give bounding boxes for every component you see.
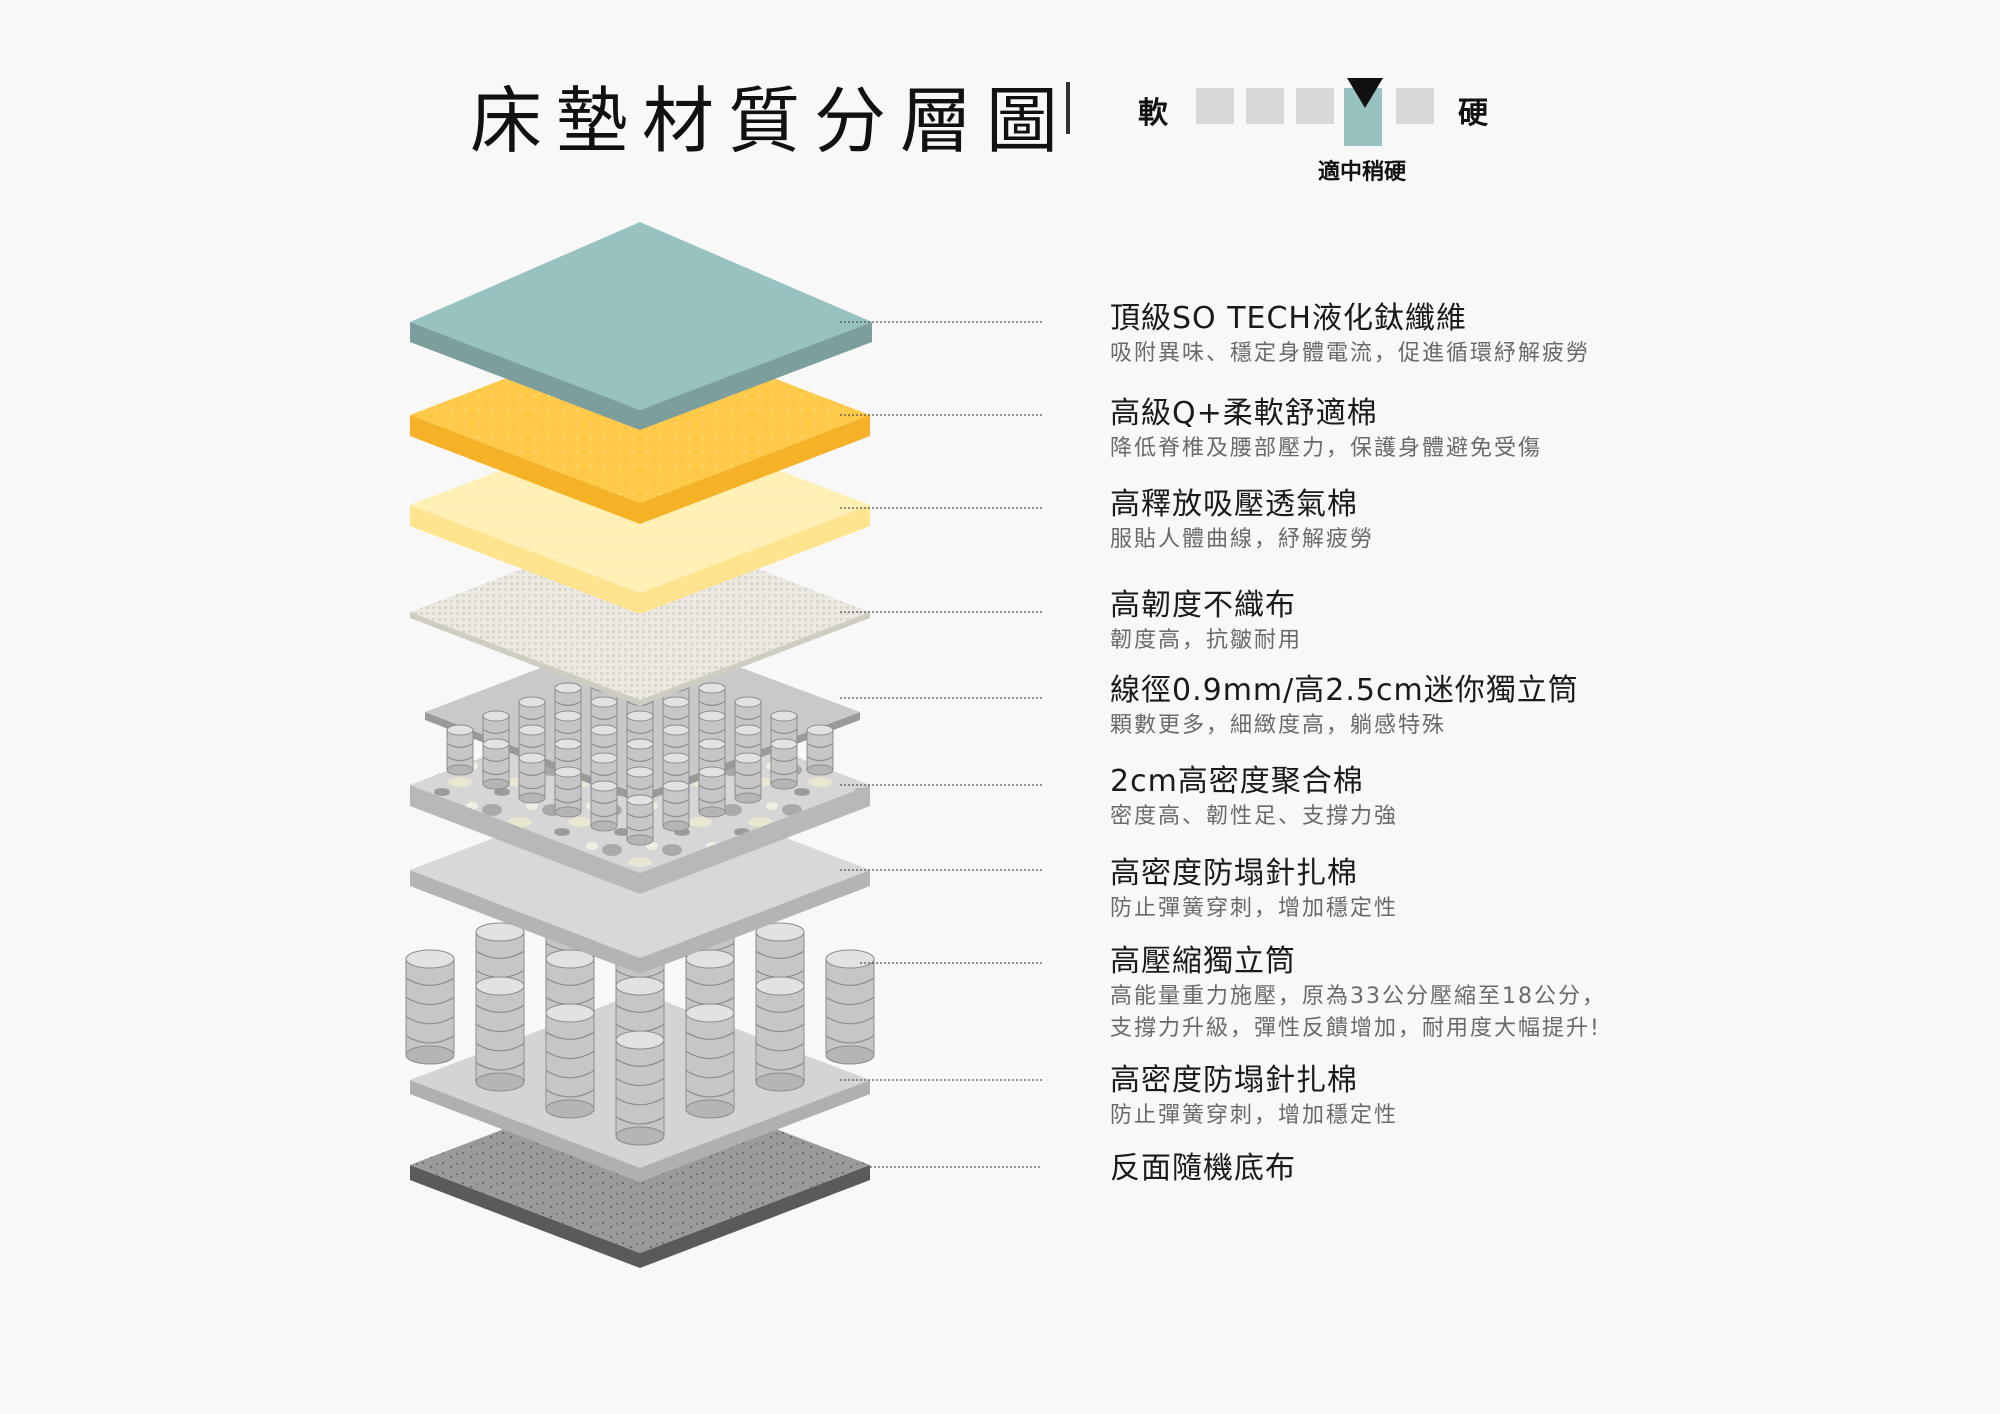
- firmness-soft-label: 軟: [1138, 96, 1168, 131]
- layer-label: 高韌度不織布韌度高，抗皺耐用: [1110, 587, 1710, 657]
- layer-label: 2cm高密度聚合棉密度高、韌性足、支撐力強: [1110, 763, 1710, 833]
- spring-coil-icon: [685, 1003, 735, 1119]
- title-divider: [1066, 82, 1070, 134]
- layer-label-desc: 防止彈簧穿刺，增加穩定性: [1110, 896, 1399, 921]
- spring-coil-icon: [518, 752, 546, 804]
- layer-label: 反面隨機底布: [1110, 1150, 1710, 1188]
- layer-label-desc: 降低脊椎及腰部壓力，保護身體避免受傷: [1110, 436, 1543, 461]
- spring-coil-icon: [446, 724, 474, 776]
- page-title: 床墊材質分層圖: [470, 79, 1073, 163]
- layer-label-title: 高密度防塌針扎棉: [1110, 1063, 1358, 1098]
- layer-label-desc: 顆數更多，細緻度高，躺感特殊: [1110, 713, 1447, 738]
- layer-label-title: 高密度防塌針扎棉: [1110, 856, 1358, 891]
- layer-label-title: 2cm高密度聚合棉: [1110, 764, 1364, 799]
- spring-coil-icon: [475, 976, 525, 1092]
- layer-label-title: 反面隨機底布: [1110, 1151, 1296, 1186]
- firmness-level-5: [1396, 88, 1434, 124]
- spring-coil-icon: [545, 1003, 595, 1119]
- firmness-level-2: [1246, 88, 1284, 124]
- leader-lines: [840, 321, 1042, 1168]
- spring-coil-icon: [662, 780, 690, 832]
- layer-label-desc: 防止彈簧穿刺，增加穩定性: [1110, 1103, 1399, 1128]
- spring-coil-icon: [734, 752, 762, 804]
- spring-coil-icon: [590, 780, 618, 832]
- spring-coil-icon: [698, 766, 726, 818]
- layer-label-title: 高級Q+柔軟舒適棉: [1110, 396, 1378, 431]
- spring-coil-icon: [626, 794, 654, 846]
- spring-coil-icon: [755, 976, 805, 1092]
- spring-coil-icon: [806, 724, 834, 776]
- spring-coil-icon: [825, 949, 875, 1065]
- layer-label: 高密度防塌針扎棉防止彈簧穿刺，增加穩定性: [1110, 855, 1710, 925]
- firmness-level-3: [1296, 88, 1334, 124]
- spring-coil-icon: [615, 1030, 665, 1146]
- layer-label-title: 高釋放吸壓透氣棉: [1110, 487, 1358, 522]
- layer-label-title: 高壓縮獨立筒: [1110, 944, 1296, 979]
- firmness-hard-label: 硬: [1458, 96, 1488, 131]
- firmness-pointer-icon: [1347, 78, 1383, 108]
- layer-label: 線徑0.9mm/高2.5cm迷你獨立筒顆數更多，細緻度高，躺感特殊: [1110, 672, 1710, 742]
- layer-label-desc: 韌度高，抗皺耐用: [1110, 628, 1303, 653]
- spring-coil-icon: [482, 738, 510, 790]
- spring-coil-icon: [770, 738, 798, 790]
- layer-top-teal: [410, 222, 872, 430]
- spring-coil-icon: [554, 766, 582, 818]
- firmness-caption: 適中稍硬: [1318, 160, 1407, 185]
- layer-label-desc: 支撐力升級，彈性反饋增加，耐用度大幅提升!: [1110, 1016, 1601, 1041]
- layer-label: 高釋放吸壓透氣棉服貼人體曲線，紓解疲勞: [1110, 486, 1710, 556]
- layer-label: 高密度防塌針扎棉防止彈簧穿刺，增加穩定性: [1110, 1062, 1710, 1132]
- layer-label-title: 線徑0.9mm/高2.5cm迷你獨立筒: [1110, 673, 1579, 708]
- layer-label: 頂級SO TECH液化鈦纖維吸附異味、穩定身體電流，促進循環紓解疲勞: [1110, 300, 1710, 370]
- firmness-level-1: [1196, 88, 1234, 124]
- layer-label-desc: 服貼人體曲線，紓解疲勞: [1110, 527, 1375, 552]
- layer-label-title: 頂級SO TECH液化鈦纖維: [1110, 301, 1467, 336]
- layer-label-desc: 吸附異味、穩定身體電流，促進循環紓解疲勞: [1110, 341, 1591, 366]
- layer-label-desc: 密度高、韌性足、支撐力強: [1110, 804, 1399, 829]
- layer-label: 高級Q+柔軟舒適棉降低脊椎及腰部壓力，保護身體避免受傷: [1110, 395, 1710, 465]
- layer-label-desc: 高能量重力施壓，原為33公分壓縮至18公分，: [1110, 984, 1606, 1009]
- spring-coil-icon: [405, 949, 455, 1065]
- layer-label-title: 高韌度不織布: [1110, 588, 1296, 623]
- layer-label: 高壓縮獨立筒高能量重力施壓，原為33公分壓縮至18公分， 支撐力升級，彈性反饋增加…: [1110, 943, 1710, 1045]
